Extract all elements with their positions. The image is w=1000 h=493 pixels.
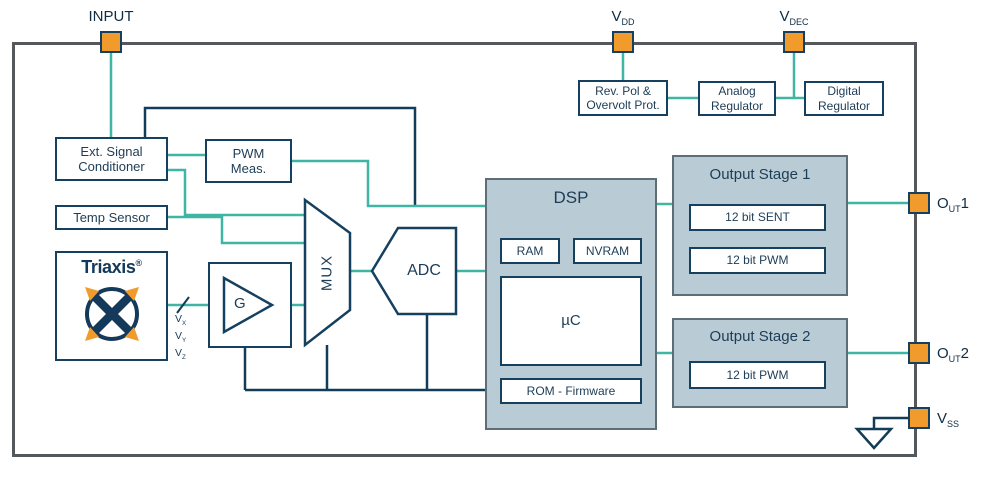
pwm-12bit-block-stage1: 12 bit PWM [689,247,826,274]
pwm-12bit-block-stage2: 12 bit PWM [689,361,826,389]
block-label: 12 bit SENT [725,210,790,225]
vdec-pin [783,31,805,53]
rom-firmware-block: ROM - Firmware [500,378,642,404]
chip-boundary [12,42,917,457]
gain-amplifier-block: G [208,262,292,348]
sent-12bit-block: 12 bit SENT [689,204,826,231]
block-label: Temp Sensor [73,209,150,225]
output-stage-1-title: Output Stage 1 [709,166,811,183]
bus-slash [176,296,190,314]
amplifier-triangle-icon [222,275,275,335]
vdd-pin-label: VDD [611,8,635,27]
block-label: Overvolt Prot. [586,98,660,112]
out2-pin-label: OUT2 [937,345,970,364]
adc-shape [370,226,458,316]
gain-label: G [234,295,246,312]
output-stage-2-title: Output Stage 2 [709,328,811,345]
output-stage-2-panel: Output Stage 2 12 bit PWM [672,318,848,408]
wire-conditioner-to-mux [168,168,305,217]
ram-block: RAM [500,238,560,264]
block-label: Digital [827,84,861,99]
mux-label: MUX [318,254,336,292]
block-label: Meas. [230,161,267,176]
out1-pin-label: OUT1 [937,195,970,214]
block-label: Analog [718,84,756,99]
vss-pin [908,407,930,429]
wire-temp-to-mux [168,215,305,245]
out1-pin [908,192,930,214]
block-label: RAM [516,243,544,258]
bus-signal-labels: VX VY VZ [175,313,186,364]
signal-vz: VZ [175,347,186,362]
block-label: Rev. Pol & [595,83,651,98]
dsp-title: DSP [553,188,589,207]
nvram-block: NVRAM [573,238,642,264]
vdd-pin [612,31,634,53]
triaxis-wordmark: Triaxis® [81,257,143,278]
wire-conditioner-dsp-loop [143,106,417,206]
block-label: Ext. Signal [80,143,143,159]
out2-pin [908,342,930,364]
block-label: 12 bit PWM [726,253,789,268]
temp-sensor-block: Temp Sensor [55,205,168,230]
vss-pin-label: VSS [937,410,960,429]
block-label: Conditioner [78,159,145,174]
block-label: ROM - Firmware [526,383,616,398]
pwm-meas-block: PWM Meas. [205,139,292,183]
dsp-panel: DSP RAM NVRAM µC ROM - Firmware [485,178,657,430]
ground-symbol [854,427,894,450]
block-label: PWM [232,145,265,161]
signal-vy: VY [175,330,187,345]
output-stage-1-panel: Output Stage 1 12 bit SENT 12 bit PWM [672,155,848,296]
mux-shape [303,197,352,348]
signal-vx: VX [175,313,187,328]
adc-label: ADC [407,262,441,279]
vdec-pin-label: VDEC [779,8,809,27]
analog-regulator-block: Analog Regulator [698,81,776,116]
reverse-polarity-protection-block: Rev. Pol & Overvolt Prot. [578,80,668,116]
block-label: Regulator [710,98,764,113]
block-label: 12 bit PWM [726,367,789,382]
digital-regulator-block: Digital Regulator [804,81,884,116]
block-label: NVRAM [585,243,630,258]
ext-signal-conditioner-block: Ext. Signal Conditioner [55,137,168,181]
input-pin [100,31,122,53]
brand-text: Triaxis [81,257,136,277]
microcontroller-block: µC [500,276,642,366]
wire-pwmmeas-to-dsp [292,159,485,208]
block-label: µC [561,312,581,330]
wire-vss-ground [872,416,908,429]
input-pin-label: INPUT [88,8,134,25]
triaxis-sensor-block: Triaxis® [55,251,168,361]
block-label: Regulator [817,98,871,113]
registered-mark: ® [135,258,143,268]
triaxis-logo-icon [84,287,139,342]
